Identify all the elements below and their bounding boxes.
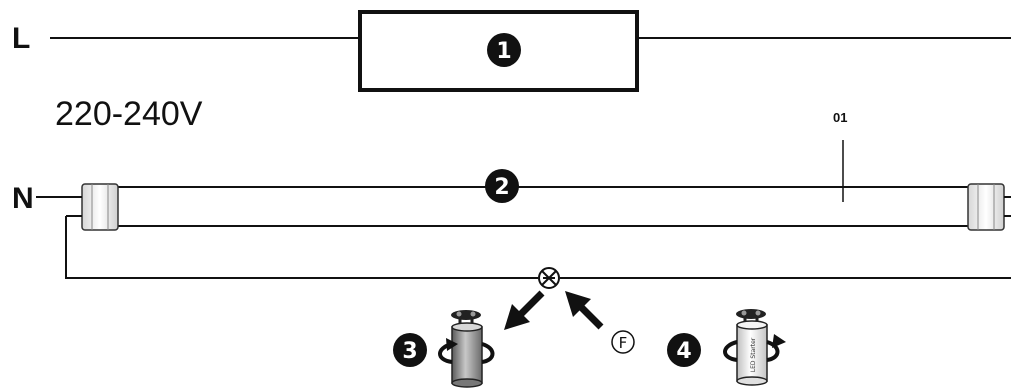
tube-code-label: 01 <box>833 110 847 125</box>
remove-starter-marker: 3 <box>393 333 427 367</box>
svg-text:2: 2 <box>494 175 509 200</box>
rotate-arrow-icon <box>438 338 495 364</box>
voltage-label: 220-240V <box>55 95 203 133</box>
tube-end-cap-left <box>81 183 119 231</box>
line-label: L <box>12 22 30 55</box>
starter-wire-left <box>65 216 538 279</box>
led-starter-icon: LED Starter <box>736 309 768 386</box>
arrow-up-left-icon <box>565 291 604 330</box>
fuse-mark: F <box>611 330 635 354</box>
tube-marker: 2 <box>485 169 519 203</box>
arrow-down-left-icon <box>504 290 545 330</box>
led-starter-text: LED Starter <box>750 337 757 372</box>
fluorescent-tube <box>66 183 1011 231</box>
starter-canister-icon <box>451 310 483 388</box>
neutral-label: N <box>12 182 34 215</box>
svg-text:4: 4 <box>676 339 691 364</box>
svg-text:3: 3 <box>402 339 417 364</box>
ballast-marker: 1 <box>487 33 521 67</box>
starter-x-icon <box>538 267 560 289</box>
svg-text:F: F <box>619 334 628 352</box>
tube-end-cap-right <box>967 183 1005 231</box>
insert-led-starter-marker: 4 <box>667 333 701 367</box>
svg-text:1: 1 <box>496 39 511 64</box>
rotate-arrow-icon <box>723 334 786 362</box>
